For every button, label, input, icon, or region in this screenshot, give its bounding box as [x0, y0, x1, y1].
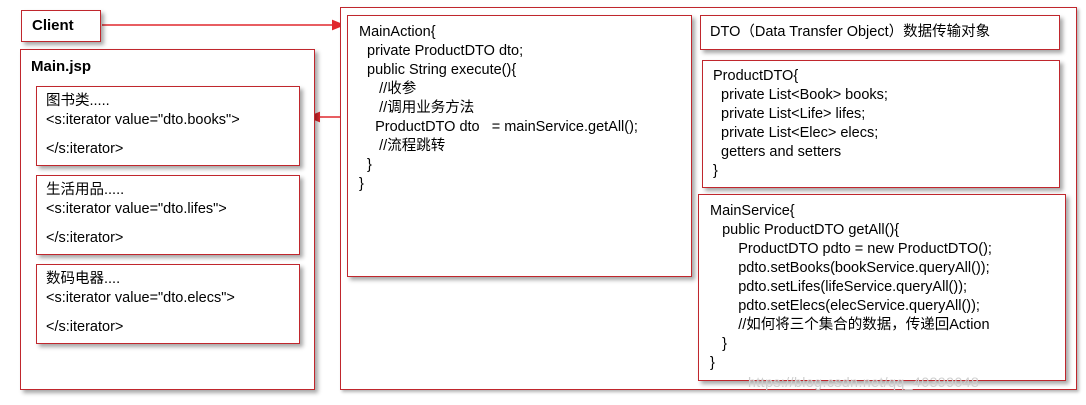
code-line: private List<Elec> elecs;	[713, 125, 879, 141]
code-line: MainService{	[710, 203, 795, 219]
code-line: getters and setters	[713, 144, 842, 160]
code-line: //流程跳转	[359, 138, 446, 154]
code-line: ProductDTO pdto = new ProductDTO();	[710, 241, 992, 257]
code-line: //如何将三个集合的数据，传递回Action	[710, 317, 990, 333]
lifes-iterator-open: <s:iterator value="dto.lifes">	[46, 201, 227, 217]
books-iterator-open: <s:iterator value="dto.books">	[46, 112, 240, 128]
main-action-box: MainAction{ private ProductDTO dto; publ…	[347, 15, 692, 277]
code-line: }	[710, 355, 715, 371]
client-label: Client	[32, 17, 74, 34]
elecs-heading: 数码电器....	[46, 271, 121, 287]
jsp-elecs-section: 数码电器.... <s:iterator value="dto.elecs"> …	[36, 264, 300, 344]
code-line: private ProductDTO dto;	[359, 43, 524, 59]
code-line: pdto.setElecs(elecService.queryAll());	[710, 298, 980, 314]
code-line: private List<Life> lifes;	[713, 106, 866, 122]
code-line: ProductDTO dto = mainService.getAll();	[359, 119, 638, 135]
code-line: //调用业务方法	[359, 100, 475, 116]
elecs-iterator-open: <s:iterator value="dto.elecs">	[46, 290, 235, 306]
elecs-iterator-close: </s:iterator>	[46, 319, 124, 335]
lifes-heading: 生活用品.....	[46, 182, 125, 198]
books-heading: 图书类.....	[46, 93, 110, 109]
code-line: }	[359, 176, 364, 192]
code-line: }	[713, 163, 718, 179]
dto-title-box: DTO（Data Transfer Object）数据传输对象	[700, 15, 1060, 50]
jsp-lifes-section: 生活用品..... <s:iterator value="dto.lifes">…	[36, 175, 300, 255]
code-line: ProductDTO{	[713, 68, 799, 84]
code-line: private List<Book> books;	[713, 87, 888, 103]
books-iterator-close: </s:iterator>	[46, 141, 124, 157]
lifes-iterator-close: </s:iterator>	[46, 230, 124, 246]
code-line: public ProductDTO getAll(){	[710, 222, 900, 238]
code-line: //收参	[359, 81, 417, 97]
code-line: pdto.setLifes(lifeService.queryAll());	[710, 279, 968, 295]
code-line: MainAction{	[359, 24, 436, 40]
product-dto-box: ProductDTO{ private List<Book> books; pr…	[702, 60, 1060, 188]
code-line: }	[359, 157, 372, 173]
watermark: https://blog.csdn.net/qq_40399048	[748, 374, 980, 390]
dto-title-label: DTO（Data Transfer Object）数据传输对象	[710, 24, 991, 40]
code-line: public String execute(){	[359, 62, 517, 78]
code-line: }	[710, 336, 727, 352]
main-service-box: MainService{ public ProductDTO getAll(){…	[698, 194, 1066, 381]
jsp-books-section: 图书类..... <s:iterator value="dto.books"> …	[36, 86, 300, 166]
client-box: Client	[21, 10, 101, 42]
main-jsp-label: Main.jsp	[31, 58, 92, 75]
code-line: pdto.setBooks(bookService.queryAll());	[710, 260, 990, 276]
